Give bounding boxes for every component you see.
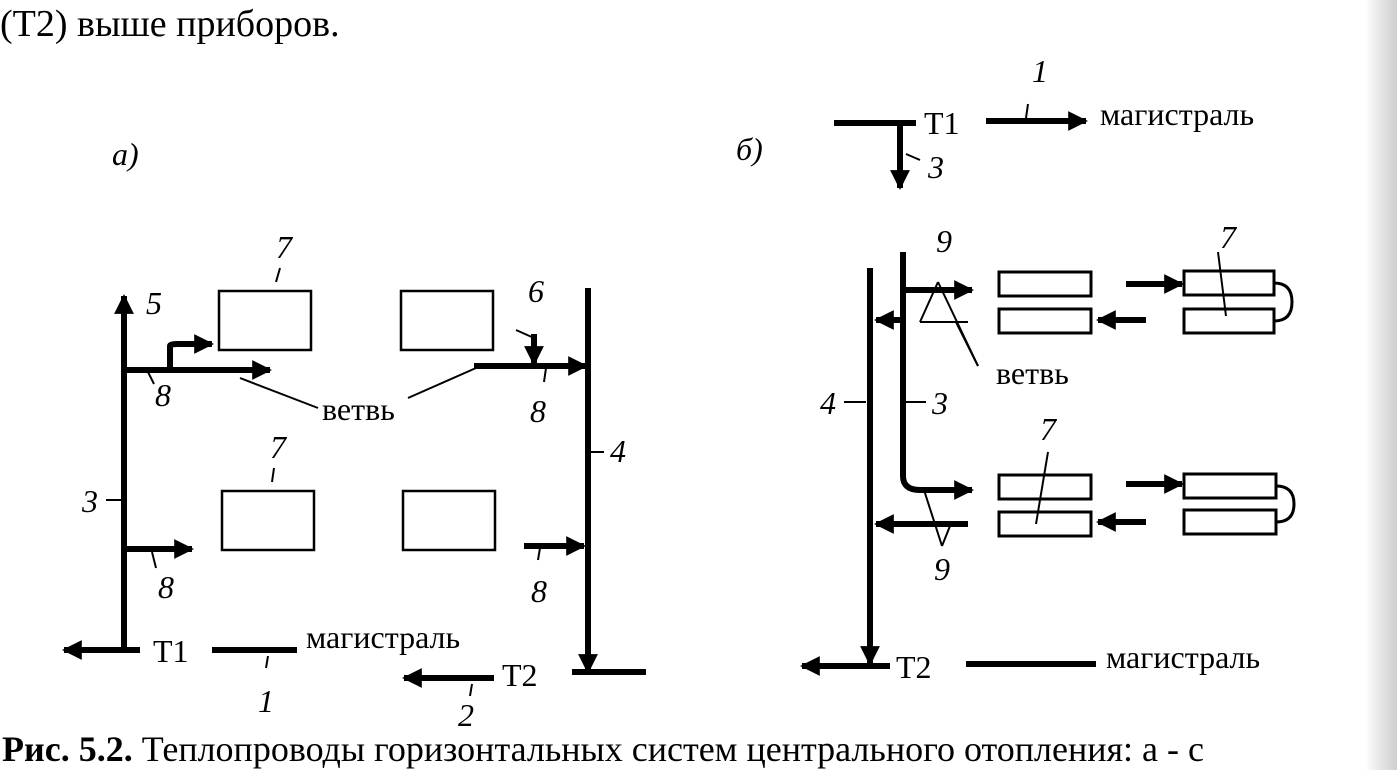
supply-main-label-b: магистраль	[1100, 96, 1254, 132]
callout-b-9-top: 9	[936, 223, 952, 259]
callout-a-8-tr: 8	[530, 393, 546, 429]
device-a-top-right	[399, 289, 495, 352]
diagram-a-title: а)	[112, 136, 139, 172]
callout-a-8-bl: 8	[158, 569, 174, 605]
callout-a-8-br: 8	[531, 573, 547, 609]
callout-a-8-tl: 8	[155, 377, 171, 413]
caption-number: Рис. 5.2.	[2, 729, 133, 769]
return-main-label-b: магистраль	[1106, 639, 1260, 675]
callout-b-9-bottom: 9	[934, 551, 950, 587]
riser-supply-b	[900, 252, 974, 500]
callout-b-1: 1	[1032, 53, 1048, 89]
callout-a-1: 1	[258, 683, 274, 719]
device-b-top-1	[997, 270, 1093, 298]
diagram-b-title: б)	[736, 131, 763, 167]
device-b-bottom-2	[997, 510, 1093, 538]
callout-a-3: 3	[81, 483, 98, 519]
device-b-bottom-3	[1182, 472, 1278, 500]
callout-b-3-top: 3	[927, 149, 944, 185]
callout-a-6: 6	[528, 273, 544, 309]
device-b-bottom-1	[997, 473, 1093, 501]
main-label-a: магистраль	[306, 619, 460, 655]
callout-b-3-mid: 3	[931, 385, 948, 421]
callout-a-4: 4	[610, 433, 626, 469]
heating-pipes-diagram: а) ветвь	[62, 53, 1296, 728]
device-a-bottom-left	[220, 489, 316, 552]
branch-label-b: ветвь	[996, 355, 1069, 391]
device-a-top-left	[217, 289, 313, 352]
supply-label-a: Т1	[153, 633, 189, 669]
branch-label-a: ветвь	[322, 391, 395, 427]
caption-text: Теплопроводы горизонтальных систем центр…	[132, 729, 1204, 769]
callout-b-4: 4	[820, 385, 836, 421]
page-edge-shadow	[1365, 0, 1397, 770]
callout-a-2: 2	[458, 697, 474, 728]
callout-a-7-mid: 7	[270, 429, 288, 465]
callout-a-5: 5	[146, 285, 162, 321]
device-b-bottom-4	[1182, 508, 1278, 536]
return-label-b: Т2	[896, 649, 932, 685]
device-b-top-3	[1182, 269, 1276, 297]
diagram-b: б) Т1 магистраль 1 3 9 9 4 3 ветвь	[736, 53, 1296, 685]
diagram-a: а) ветвь	[62, 136, 646, 728]
callout-b-7-bottom: 7	[1040, 411, 1058, 447]
callout-a-7-top: 7	[276, 229, 294, 265]
figure-caption: Рис. 5.2. Теплопроводы горизонтальных си…	[2, 728, 1204, 770]
device-b-top-2	[997, 307, 1093, 335]
return-label-a: Т2	[502, 657, 538, 693]
supply-label-b: Т1	[924, 105, 960, 141]
device-b-top-4	[1182, 307, 1276, 335]
valve-5-a	[167, 334, 214, 370]
top-text-line: (Т2) выше приборов.	[0, 3, 340, 45]
device-a-bottom-right	[401, 489, 497, 552]
callout-b-7-top: 7	[1220, 219, 1238, 255]
